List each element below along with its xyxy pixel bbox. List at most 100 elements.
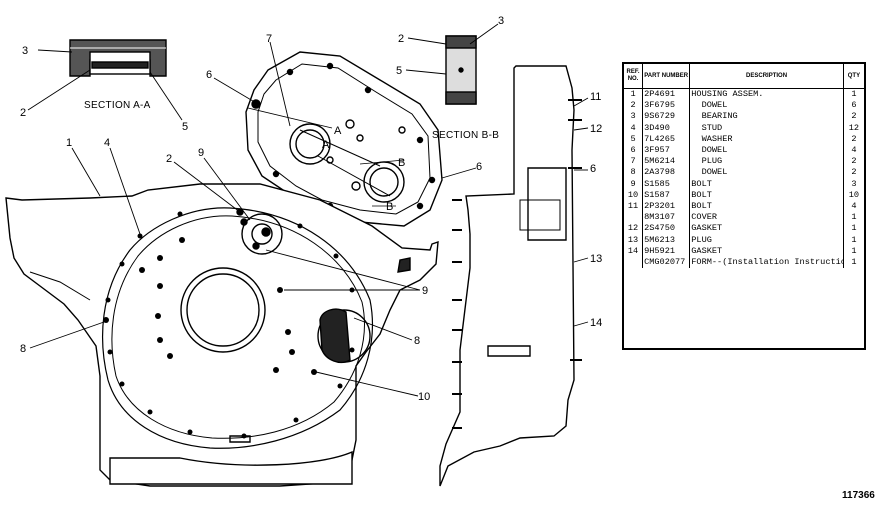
view-letter-b2: B <box>386 201 393 213</box>
cell-ref: 10 <box>624 189 644 201</box>
cell-part-number: 7L4265 <box>642 133 691 145</box>
callout-1: 1 <box>66 137 72 149</box>
callout-13: 13 <box>590 253 602 265</box>
cell-description: BOLT <box>689 200 844 213</box>
cell-qty: 2 <box>851 167 857 178</box>
callout-4: 4 <box>104 137 110 149</box>
figure-number: 117366 <box>842 490 875 501</box>
cell-description: GASKET <box>689 245 844 257</box>
cell-ref: 2 <box>624 100 644 112</box>
cell-description: BEARING <box>689 111 844 123</box>
callout-9b: 9 <box>422 285 428 297</box>
cell-qty: 3 <box>851 178 857 189</box>
callout-14: 14 <box>590 317 602 329</box>
cell-part-number: 9H5921 <box>642 245 691 257</box>
cell-qty: 1 <box>851 256 857 267</box>
cell-part-number: 2P3201 <box>642 200 691 213</box>
callout-3b: 3 <box>498 15 504 27</box>
cell-qty: 1 <box>851 212 857 223</box>
cell-description: BOLT <box>689 178 844 190</box>
leader-lines <box>27 23 589 397</box>
view-letter-a1: A <box>334 125 342 137</box>
callout-9a: 9 <box>198 147 204 159</box>
section-a-a-label: SECTION A-A <box>84 100 151 111</box>
cell-description: PLUG <box>689 156 844 168</box>
callout-5a: 5 <box>182 121 188 133</box>
cell-part-number: S1585 <box>642 178 691 190</box>
cell-description: COVER <box>689 212 844 224</box>
callout-2c: 2 <box>166 153 172 165</box>
cell-ref: 8 <box>624 167 644 179</box>
cell-ref: 11 <box>624 200 644 213</box>
cell-ref: 3 <box>624 111 644 123</box>
callout-5b: 5 <box>396 65 402 77</box>
cell-part-number: 2S4750 <box>642 223 691 235</box>
cell-qty: 6 <box>851 100 857 111</box>
callout-7: 7 <box>266 33 272 45</box>
cell-description: PLUG <box>689 234 844 246</box>
cell-part-number: 2P4691 <box>642 88 691 101</box>
header-qty: QTY <box>843 64 864 89</box>
cell-ref: 5 <box>624 133 644 145</box>
cell-qty: 2 <box>851 111 857 122</box>
section-a-a-drawing <box>69 39 167 77</box>
cell-part-number: CMG02077 <box>642 256 691 268</box>
callout-8b: 8 <box>414 335 420 347</box>
cell-part-number: 2A3798 <box>642 167 691 179</box>
cell-description: HOUSING ASSEM. <box>689 88 844 101</box>
cell-ref: 12 <box>624 223 644 235</box>
cell-description: STUD <box>689 122 844 134</box>
callout-8a: 8 <box>20 343 26 355</box>
section-b-b-label: SECTION B-B <box>432 130 499 141</box>
cell-qty: 1 <box>851 223 857 234</box>
callout-12: 12 <box>590 123 602 135</box>
cell-qty: 4 <box>851 145 857 156</box>
callout-2a: 2 <box>20 107 26 119</box>
timing-cover <box>245 51 443 227</box>
cell-qty: 4 <box>851 200 857 211</box>
header-ref-no: REF. NO. <box>624 64 644 89</box>
cell-description: DOWEL <box>689 100 844 112</box>
header-part-number: PART NUMBER <box>642 64 691 89</box>
cell-description: BOLT <box>689 189 844 201</box>
cell-description: DOWEL <box>689 144 844 157</box>
cell-qty: 1 <box>851 89 857 100</box>
cell-ref: 14 <box>624 245 644 257</box>
cell-description: GASKET <box>689 223 844 235</box>
cell-qty: 12 <box>848 122 860 133</box>
callout-labels: 3 2 5 SECTION A-A 2 3 5 SECTION B-B 7 6 … <box>20 15 875 501</box>
view-letter-a2: A <box>322 139 330 151</box>
cell-part-number: 8M3107 <box>642 212 691 224</box>
cell-part-number: 3F957 <box>642 144 691 157</box>
cell-description: WASHER <box>689 133 844 145</box>
cell-ref: 7 <box>624 156 644 168</box>
cell-ref: 1 <box>624 88 644 101</box>
callout-2b: 2 <box>398 33 404 45</box>
housing-side-view <box>439 65 582 487</box>
callout-6b: 6 <box>476 161 482 173</box>
cell-part-number: 9S6729 <box>642 111 691 123</box>
cell-part-number: 5M6214 <box>642 156 691 168</box>
cell-ref <box>624 212 644 224</box>
callout-6a: 6 <box>206 69 212 81</box>
cell-description: FORM--(Installation Instruction) <box>689 256 844 268</box>
callout-3a: 3 <box>22 45 28 57</box>
header-description: DESCRIPTION <box>689 64 844 89</box>
cell-part-number: 3D490 <box>642 122 691 134</box>
cell-qty: 1 <box>851 234 857 245</box>
section-b-b-drawing <box>445 35 477 105</box>
